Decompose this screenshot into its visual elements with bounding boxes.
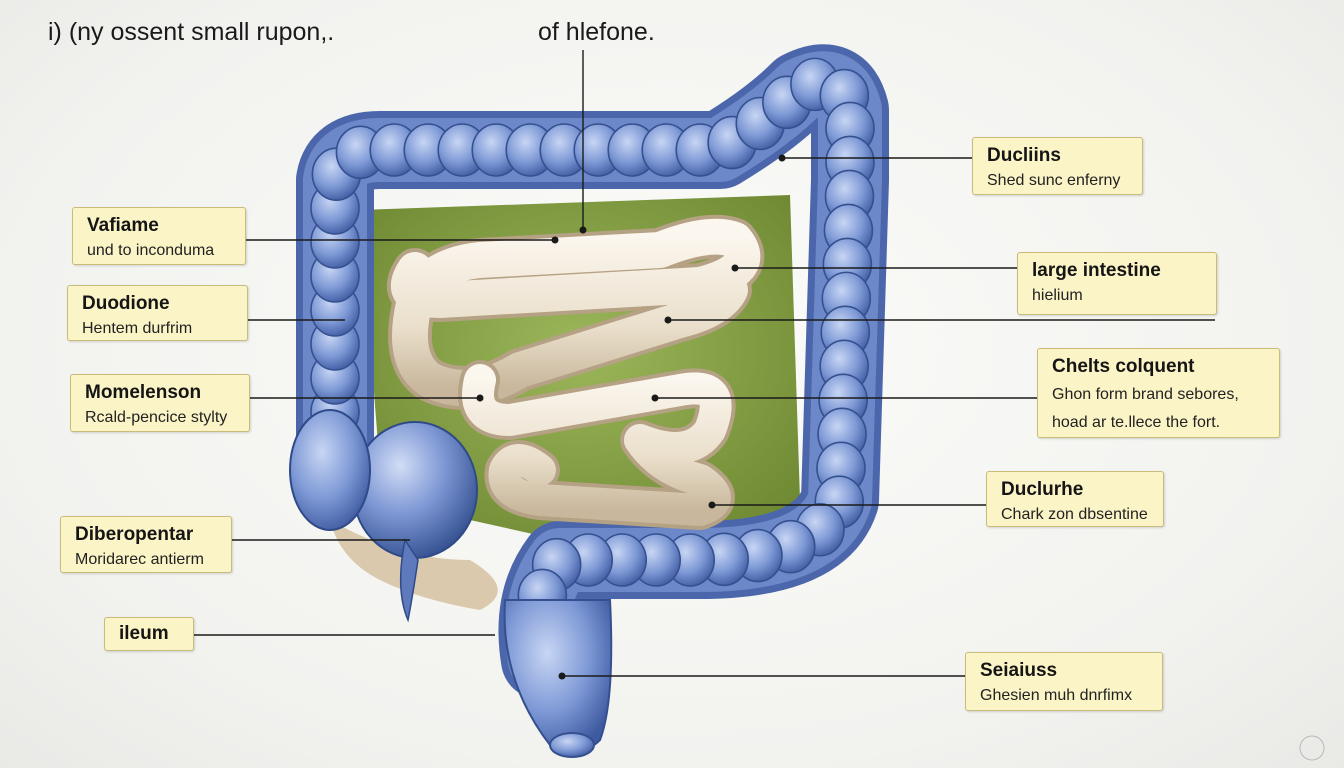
title-center: of hlefone.	[538, 18, 655, 46]
label-chelts-colquent: Chelts colquent Ghon form brand sebores,…	[1037, 348, 1280, 438]
label-sub: Rcald-pencice stylty	[85, 409, 228, 426]
label-ducliins: Ducliins Shed sunc enferny	[972, 137, 1143, 195]
label-title: Duclurhe	[1001, 479, 1084, 500]
label-ileum: ileum	[104, 617, 194, 651]
title-left: i) (ny ossent small rupon,.	[48, 18, 335, 46]
label-duclurhe: Duclurhe Chark zon dbsentine	[986, 471, 1164, 527]
leader-dots	[476, 154, 786, 680]
label-sub: Moridarec antierm	[75, 551, 204, 568]
label-duodione: Duodione Hentem durfrim	[67, 285, 248, 341]
label-diberopentar: Diberopentar Moridarec antierm	[60, 516, 232, 573]
appendix	[399, 538, 419, 623]
label-title: Diberopentar	[75, 524, 194, 545]
label-title: Seiaiuss	[980, 660, 1058, 681]
label-sub: Ghon form brand sebores, hoad ar te.llec…	[1052, 386, 1239, 431]
label-title: Chelts colquent	[1052, 356, 1195, 377]
label-sub: hielium	[1032, 287, 1083, 304]
label-title: large intestine	[1032, 260, 1161, 281]
label-sub: Chark zon dbsentine	[1001, 506, 1148, 523]
label-large-intestine: large intestine hielium	[1017, 252, 1217, 315]
label-title: Momelenson	[85, 382, 202, 403]
corner-mark	[1299, 735, 1325, 761]
small-intestine	[386, 214, 765, 530]
label-vafiame: Vafiame und to inconduma	[72, 207, 246, 265]
label-sub: Hentem durfrim	[82, 320, 193, 337]
cecum	[352, 421, 478, 559]
label-title: Ducliins	[987, 145, 1061, 166]
label-sub: und to inconduma	[87, 242, 215, 259]
label-title: Vafiame	[87, 215, 159, 236]
colon-segments	[310, 57, 875, 656]
label-sub: Shed sunc enferny	[987, 172, 1121, 189]
leader-lines	[193, 50, 1215, 677]
label-seiaiuss: Seiaiuss Ghesien muh dnrfimx	[965, 652, 1163, 711]
label-title: Duodione	[82, 293, 170, 314]
label-sub: Ghesien muh dnrfimx	[980, 687, 1133, 704]
label-momelenson: Momelenson Rcald-pencice stylty	[70, 374, 250, 432]
label-title: ileum	[119, 623, 169, 644]
